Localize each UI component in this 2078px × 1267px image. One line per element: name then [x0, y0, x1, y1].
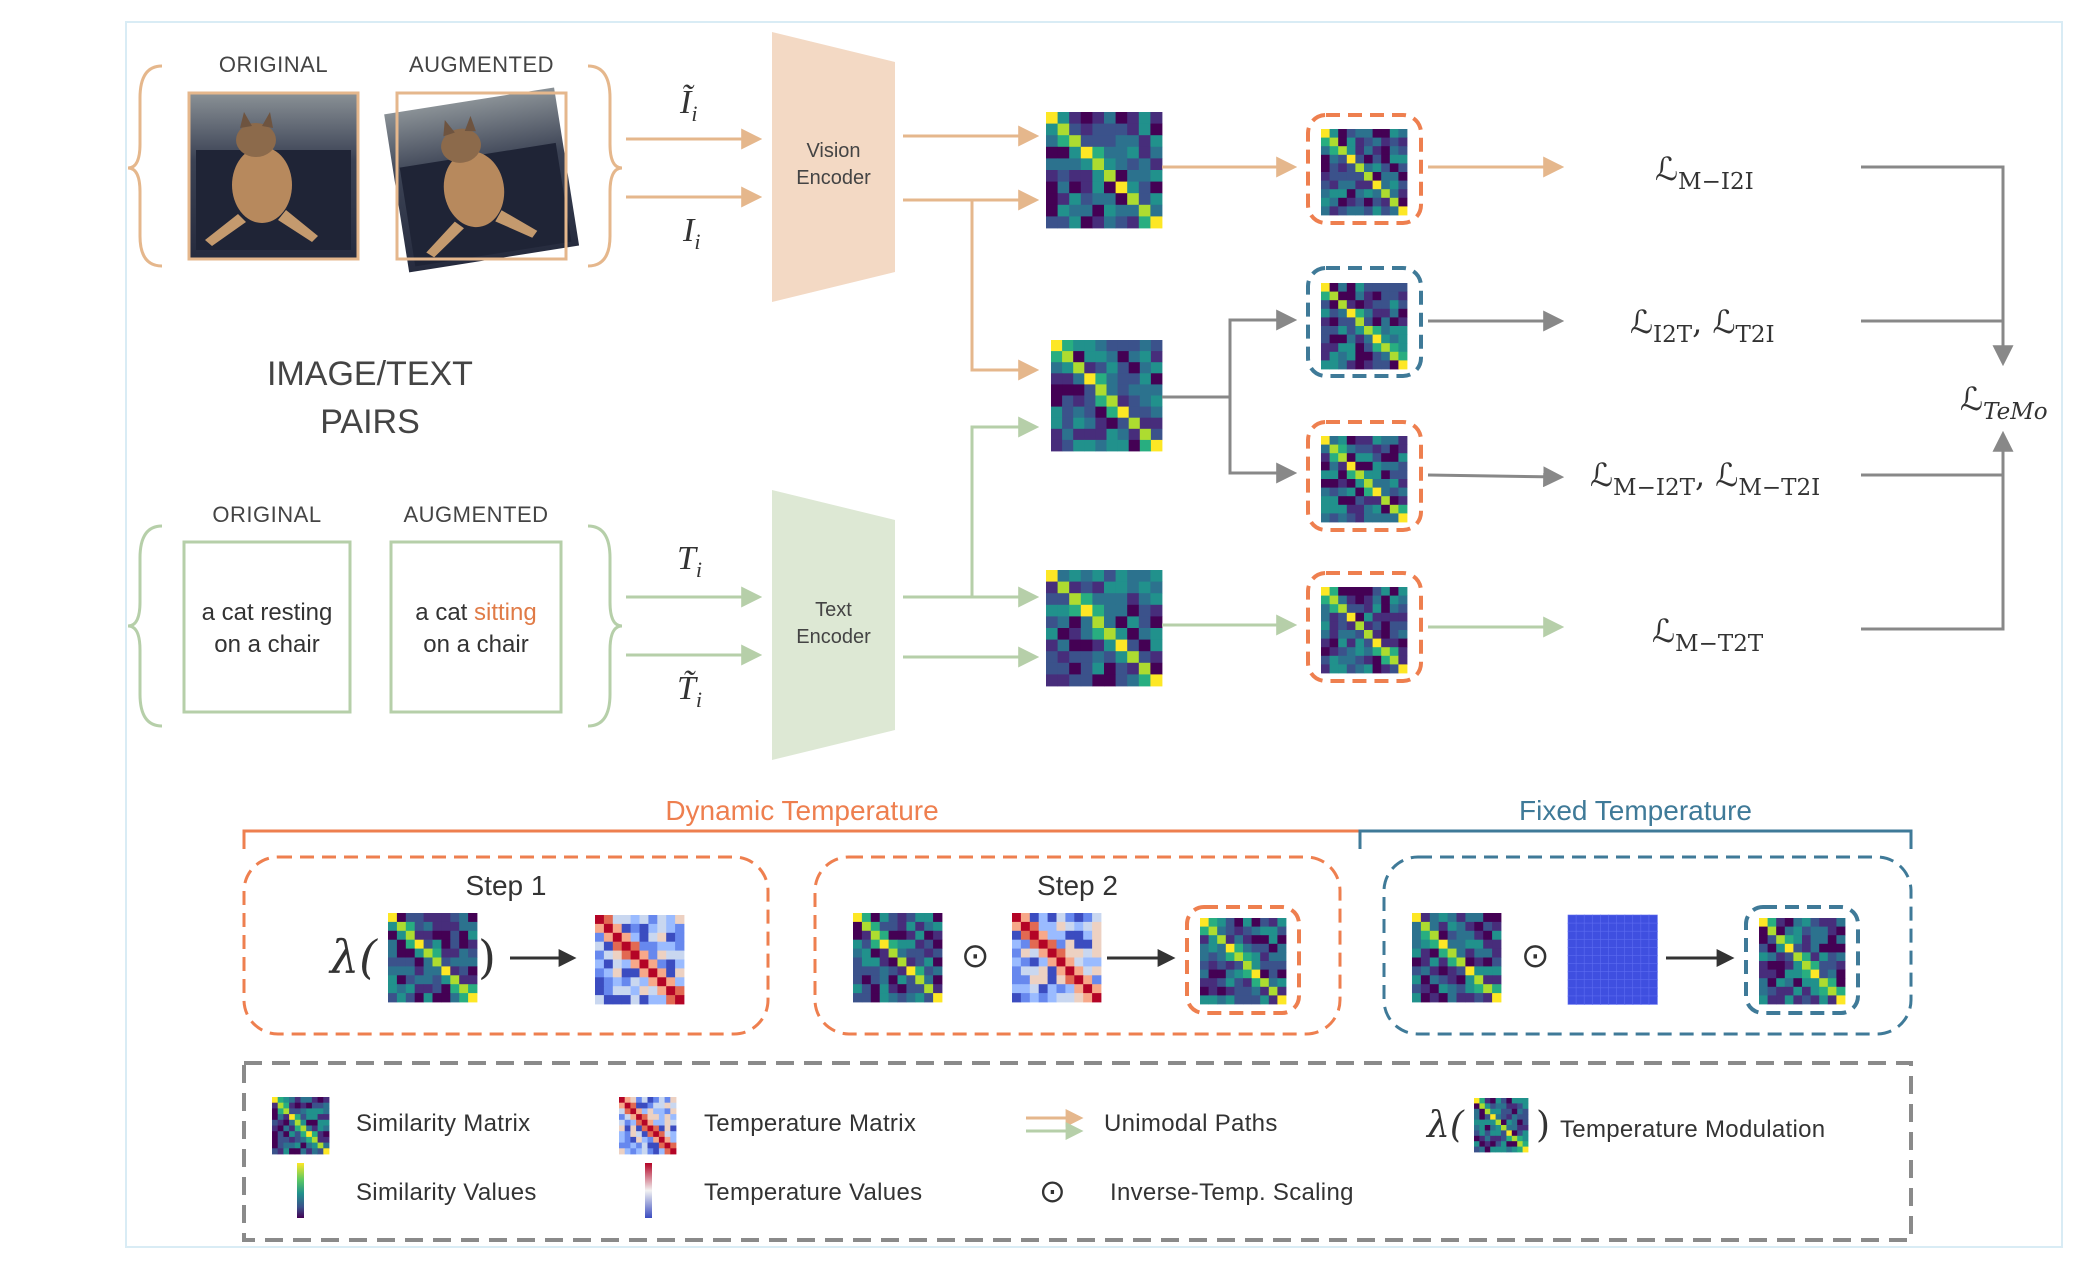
brace-left-texts: [127, 524, 163, 728]
dynamic-temperature-title: Dynamic Temperature: [665, 795, 939, 826]
brace-left-images: [127, 64, 163, 268]
similarity-matrix-image: [1046, 112, 1163, 229]
fixed-temperature-matrix: [1567, 914, 1658, 1005]
fixed-frame: [1382, 855, 1913, 1036]
scaled-matrix-i2t: [1321, 283, 1408, 370]
step2-frame: [813, 855, 1342, 1036]
step2-similarity-matrix: [853, 913, 943, 1003]
text-box-original: [182, 540, 352, 714]
caption-original: a cat resting on a chair: [184, 597, 350, 661]
text-augmented-label: AUGMENTED: [403, 502, 549, 527]
scaled-matrix-m-i2t: [1321, 436, 1408, 523]
fixed-output-matrix: [1759, 918, 1846, 1005]
legend-temperature-modulation: Temperature Modulation: [1560, 1116, 1826, 1143]
step1-frame: [242, 855, 770, 1036]
vision-encoder-shape: [772, 32, 895, 302]
var-txt-aug: T̃i: [677, 670, 703, 712]
similarity-matrix-cross: [1051, 340, 1163, 452]
legend-similarity-icon: [272, 1097, 330, 1155]
legend-temperature-values: Temperature Values: [704, 1179, 923, 1206]
legend-temperature-colorbar: [645, 1163, 652, 1218]
fixed-temperature-title: Fixed Temperature: [1519, 795, 1752, 826]
scaled-matrix-m-t2t: [1321, 587, 1408, 674]
legend-odot-icon: ⊙: [1039, 1173, 1066, 1209]
legend-similarity-values: Similarity Values: [356, 1179, 537, 1206]
legend-temperature-matrix: Temperature Matrix: [704, 1110, 917, 1137]
brace-right-texts: [587, 524, 623, 728]
var-img-orig: Ii: [683, 212, 701, 254]
caption-augmented-line1: a cat sitting: [391, 597, 561, 629]
text-encoder-shape: [772, 490, 895, 760]
step1-temperature-matrix: [595, 915, 685, 1005]
legend-inverse-temp-scaling: Inverse-Temp. Scaling: [1110, 1179, 1354, 1206]
brace-right-images: [587, 64, 623, 268]
pairs-label-line1: IMAGE/TEXT: [267, 355, 473, 393]
fixed-similarity-matrix: [1412, 913, 1502, 1003]
text-original-label: ORIGINAL: [212, 502, 322, 527]
step1-close-paren: ): [478, 930, 496, 984]
step2-temperature-matrix: [1012, 913, 1102, 1003]
cat-photo-augmented: [384, 87, 580, 273]
caption-original-line1: a cat resting: [201, 599, 333, 626]
similarity-matrix-text: [1046, 570, 1163, 687]
caption-original-line2: on a chair: [214, 631, 320, 658]
step1-lambda: λ(: [330, 930, 378, 984]
legend-similarity-colorbar: [297, 1163, 304, 1218]
caption-augmented-highlight: sitting: [474, 599, 537, 626]
loss-i2t-t2i: ℒI2T, ℒT2I: [1630, 303, 1775, 348]
fixed-bracket: [1358, 829, 1913, 849]
legend-lambda-close: ): [1536, 1105, 1551, 1146]
text-box-augmented: [389, 540, 563, 714]
dynamic-bracket: [242, 829, 1362, 849]
image-augmented-label: AUGMENTED: [408, 52, 555, 77]
loss-temo: ℒTeMo: [1960, 380, 2048, 425]
legend-similarity-matrix: Similarity Matrix: [356, 1110, 531, 1137]
step2-odot: ⊙: [961, 937, 990, 975]
loss-m-i2t-m-t2i: ℒM−I2T, ℒM−T2I: [1590, 456, 1821, 501]
step2-output-matrix: [1200, 918, 1287, 1005]
legend-lambda-open: λ(: [1427, 1105, 1464, 1146]
step1-similarity-matrix: [388, 913, 478, 1003]
scaled-matrix-m-i2i: [1321, 129, 1408, 216]
fixed-odot: ⊙: [1521, 937, 1550, 975]
legend-modulation-icon: [1474, 1098, 1529, 1153]
image-original-label: ORIGINAL: [218, 52, 329, 77]
legend-temperature-icon: [619, 1097, 677, 1155]
var-txt-orig: Ti: [677, 540, 703, 582]
legend-unimodal-paths: Unimodal Paths: [1104, 1110, 1278, 1137]
loss-m-t2t: ℒM−T2T: [1652, 612, 1764, 657]
pairs-group-label: IMAGE/TEXT PAIRS: [230, 350, 510, 446]
caption-augmented-line2: on a chair: [423, 631, 529, 658]
caption-augmented-prefix: a cat: [415, 599, 474, 626]
step2-title: Step 2: [1037, 870, 1118, 901]
cat-photo-original: [187, 91, 360, 261]
panel-border: [125, 21, 2063, 1248]
caption-augmented: a cat sitting on a chair: [391, 597, 561, 661]
step1-title: Step 1: [465, 870, 547, 901]
var-img-aug: Ĩi: [680, 84, 698, 126]
legend-frame: [242, 1061, 1913, 1242]
loss-m-i2i: ℒM−I2I: [1655, 150, 1754, 195]
pairs-label-line2: PAIRS: [320, 403, 420, 441]
